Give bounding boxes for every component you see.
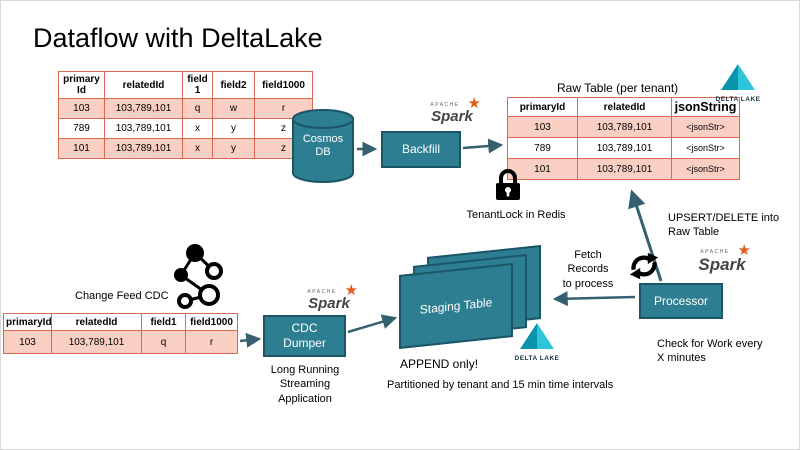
table-cell: q bbox=[141, 330, 186, 354]
cdc-dumper-label: CDC Dumper bbox=[283, 321, 326, 350]
check-for-work-label: Check for Work every X minutes bbox=[657, 338, 763, 365]
source-table: primary Id relatedId field 1 field2 fiel… bbox=[58, 71, 313, 159]
table-cell: 103,789,101 bbox=[104, 118, 183, 139]
spark-star-icon: ★ bbox=[467, 95, 481, 112]
table-row: 101 103,789,101 x y z bbox=[58, 138, 313, 159]
table-cell: 103,789,101 bbox=[577, 158, 672, 180]
staging-table-label: Staging Table bbox=[419, 295, 493, 317]
change-feed-label: Change Feed CDC bbox=[75, 290, 169, 302]
apache-text: APACHE bbox=[307, 289, 337, 295]
table-cell: 103,789,101 bbox=[577, 116, 672, 138]
page-title: Dataflow with DeltaLake bbox=[33, 23, 323, 53]
table-cell: 789 bbox=[58, 118, 105, 139]
column-header: relatedId bbox=[104, 71, 183, 99]
table-cell: r bbox=[185, 330, 238, 354]
partitioned-label: Partitioned by tenant and 15 min time in… bbox=[387, 379, 614, 391]
spark-text: Spark bbox=[431, 108, 473, 125]
table-cell: 103,789,101 bbox=[104, 138, 183, 159]
raw-table-title: Raw Table (per tenant) bbox=[557, 81, 679, 95]
column-header: primary Id bbox=[58, 71, 105, 99]
spark-text: Spark bbox=[698, 255, 746, 274]
table-row: 103 103,789,101 q r bbox=[3, 330, 238, 354]
table-cell: 101 bbox=[507, 158, 578, 180]
spark-logo: APACHE Spark ★ bbox=[695, 242, 751, 275]
cdc-dumper-node: CDC Dumper bbox=[263, 315, 346, 357]
column-header: relatedId bbox=[577, 97, 672, 117]
raw-table-header-row: primaryId relatedId jsonString bbox=[507, 97, 740, 117]
column-header: primaryId bbox=[507, 97, 578, 117]
apache-text: APACHE bbox=[700, 249, 730, 255]
fetch-records-label: Fetch Records to process bbox=[562, 249, 614, 290]
table-cell: y bbox=[212, 118, 255, 139]
table-cell: x bbox=[182, 138, 213, 159]
cosmos-db-label: Cosmos DB bbox=[302, 133, 344, 159]
spark-text: Spark bbox=[308, 295, 350, 312]
column-header: field1000 bbox=[254, 71, 313, 99]
processor-label: Processor bbox=[653, 293, 709, 308]
arrow-dumper-to-staging bbox=[347, 314, 398, 334]
delta-triangle-icon bbox=[520, 323, 554, 349]
table-cell: 103 bbox=[58, 98, 105, 119]
table-row: 789 103,789,101 <jsonStr> bbox=[507, 137, 740, 159]
column-header: primaryId bbox=[3, 313, 52, 331]
table-row: 103 103,789,101 q w r bbox=[58, 98, 313, 119]
table-cell: 103 bbox=[3, 330, 52, 354]
arrow-processor-to-staging bbox=[552, 291, 636, 307]
spark-logo: APACHE Spark ★ bbox=[425, 95, 481, 126]
arrow-cdc-table-to-dumper bbox=[239, 332, 262, 348]
column-header: relatedId bbox=[51, 313, 142, 331]
table-row: 101 103,789,101 <jsonStr> bbox=[507, 158, 740, 180]
table-cell: 101 bbox=[58, 138, 105, 159]
table-cell: <jsonStr> bbox=[671, 158, 740, 180]
table-cell: q bbox=[182, 98, 213, 119]
table-cell: x bbox=[182, 118, 213, 139]
table-row: 103 103,789,101 <jsonStr> bbox=[507, 116, 740, 138]
processor-node: Processor bbox=[639, 283, 723, 319]
arrow-backfill-to-raw-table bbox=[462, 138, 504, 154]
lock-icon bbox=[493, 167, 523, 208]
tenant-lock-label: TenantLock in Redis bbox=[466, 209, 566, 221]
table-cell: w bbox=[212, 98, 255, 119]
backfill-node: Backfill bbox=[381, 131, 461, 168]
column-header: field2 bbox=[212, 71, 255, 99]
spark-star-icon: ★ bbox=[737, 242, 751, 259]
delta-triangle-icon bbox=[721, 64, 755, 90]
upsert-delete-label: UPSERT/DELETE into Raw Table bbox=[668, 212, 780, 239]
raw-table: primaryId relatedId jsonString 103 103,7… bbox=[507, 97, 740, 180]
change-feed-icon bbox=[167, 241, 227, 318]
table-cell: 103,789,101 bbox=[577, 137, 672, 159]
spark-logo: APACHE Spark ★ bbox=[302, 282, 358, 313]
table-row: 789 103,789,101 x y z bbox=[58, 118, 313, 139]
refresh-icon bbox=[625, 249, 663, 288]
delta-lake-logo: DELTA LAKE bbox=[514, 323, 560, 362]
table-cell: 103,789,101 bbox=[104, 98, 183, 119]
append-only-label: APPEND only! bbox=[400, 357, 479, 371]
table-cell: 103 bbox=[507, 116, 578, 138]
staging-page-front: Staging Table bbox=[399, 263, 513, 349]
apache-text: APACHE bbox=[430, 102, 460, 108]
delta-lake-text: DELTA LAKE bbox=[514, 355, 560, 362]
table-cell: <jsonStr> bbox=[671, 137, 740, 159]
delta-lake-text: DELTA LAKE bbox=[715, 96, 761, 103]
table-cell: y bbox=[212, 138, 255, 159]
database-cylinder-icon bbox=[292, 109, 354, 183]
source-table-header-row: primary Id relatedId field 1 field2 fiel… bbox=[58, 71, 313, 99]
table-cell: 789 bbox=[507, 137, 578, 159]
long-running-label: Long Running Streaming Application bbox=[270, 364, 340, 405]
table-cell: <jsonStr> bbox=[671, 116, 740, 138]
spark-star-icon: ★ bbox=[344, 282, 358, 299]
backfill-label: Backfill bbox=[401, 142, 440, 156]
delta-lake-logo: DELTA LAKE bbox=[715, 64, 761, 103]
cosmos-db-node: Cosmos DB bbox=[291, 107, 355, 185]
cdc-table: primaryId relatedId field1 field1000 103… bbox=[3, 313, 238, 354]
table-cell: 103,789,101 bbox=[51, 330, 142, 354]
column-header: field 1 bbox=[182, 71, 213, 99]
